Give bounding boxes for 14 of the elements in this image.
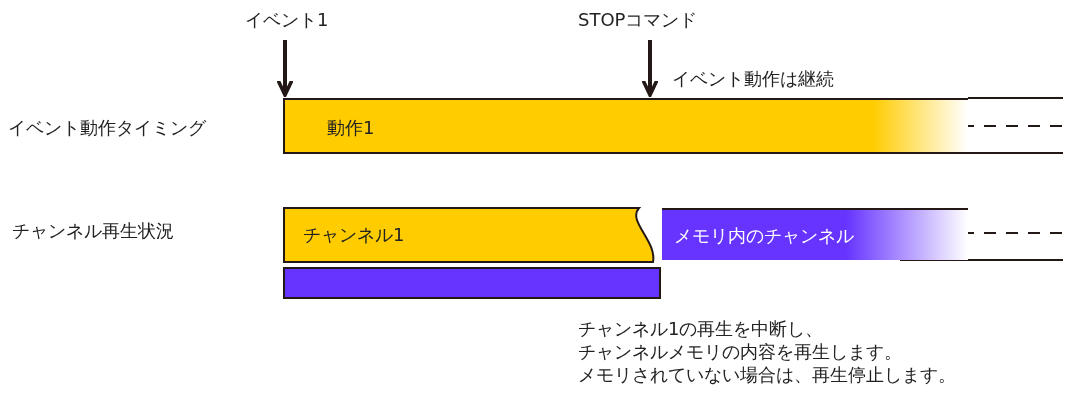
timing-bar	[283, 98, 968, 154]
note-text: チャンネル1の再生を中断し、	[578, 317, 824, 341]
bar-label: メモリ内のチャンネル	[674, 224, 854, 248]
command-label: STOPコマンド	[578, 8, 698, 32]
row-label: チャンネル再生状況	[12, 219, 174, 243]
annotation-text: イベント動作は継続	[672, 67, 834, 91]
bar-label: チャンネル1	[303, 223, 405, 247]
empty-bar	[283, 267, 661, 299]
memory-channel-bar	[662, 208, 968, 260]
event-label: イベント1	[245, 8, 329, 32]
bar-label: 動作1	[327, 116, 375, 140]
note-text: メモリされていない場合は、再生停止します。	[578, 363, 956, 387]
note-text: チャンネルメモリの内容を再生します。	[578, 340, 902, 364]
row-label: イベント動作タイミング	[8, 116, 206, 140]
